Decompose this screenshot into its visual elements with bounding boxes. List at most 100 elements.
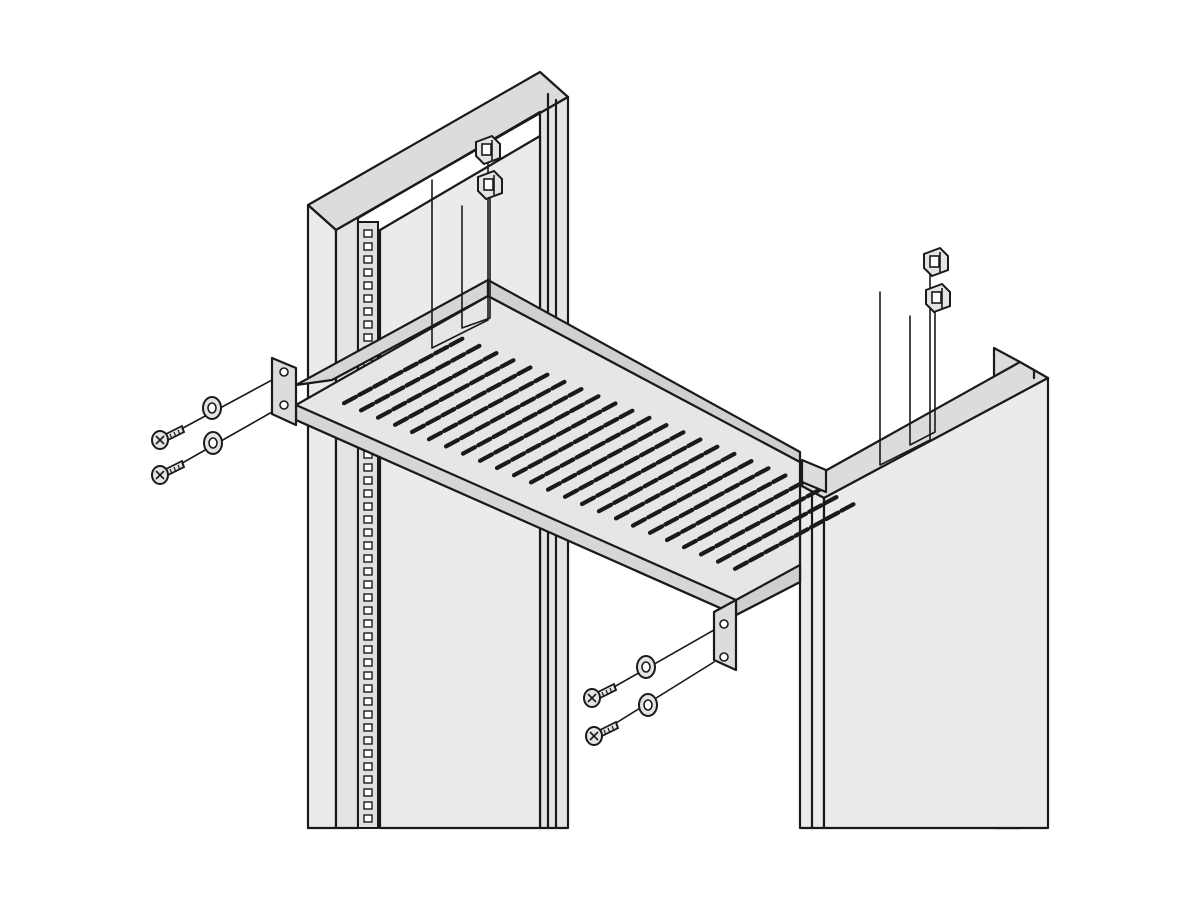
rail-slot	[363, 632, 373, 641]
vent-slot	[805, 487, 822, 499]
vent-slot	[839, 502, 856, 513]
vent-slot	[425, 415, 442, 426]
vent-slot	[467, 359, 484, 370]
vent-slot	[438, 391, 455, 402]
vent-slot	[485, 382, 503, 393]
vent-slot	[533, 372, 550, 384]
vent-slot	[521, 411, 538, 423]
shelf-vent-slots	[341, 336, 856, 571]
vent-slot	[703, 444, 720, 456]
left-rail-front-face	[306, 203, 338, 830]
vent-slot	[421, 384, 438, 395]
vent-slot	[680, 523, 697, 534]
vent-slot	[553, 410, 571, 422]
vent-slot	[391, 400, 408, 412]
vent-slot	[708, 491, 725, 502]
vent-slot	[729, 529, 746, 540]
vent-slot	[489, 413, 506, 424]
fasteners	[151, 379, 715, 746]
vent-slot	[774, 504, 792, 516]
vent-slot	[408, 408, 425, 419]
vent-slot	[387, 369, 404, 381]
vent-slot	[608, 463, 625, 474]
vent-slot	[523, 427, 540, 438]
vent-slot	[493, 444, 510, 455]
screw	[151, 424, 186, 450]
vent-slot	[535, 388, 552, 399]
vent-slot	[357, 386, 374, 397]
vent-slot	[740, 490, 758, 501]
rail-slot	[363, 736, 373, 745]
rail-slot	[363, 515, 373, 524]
rail-slot	[363, 814, 373, 823]
washer	[202, 396, 222, 420]
vent-slot	[744, 520, 761, 532]
vent-slot	[674, 476, 691, 488]
vent-slot	[491, 428, 508, 440]
vent-slot	[697, 530, 714, 542]
rail-slot	[363, 658, 373, 667]
vent-slot	[569, 402, 586, 414]
vent-slot	[468, 374, 486, 386]
shelf-right-top-ear	[800, 458, 828, 494]
vent-slot	[669, 430, 686, 441]
rail-slot	[363, 619, 373, 628]
rail-slot	[363, 762, 373, 771]
vent-slot	[612, 494, 629, 505]
vent-slot	[610, 478, 627, 490]
vent-slot	[465, 343, 482, 355]
vent-slot	[494, 459, 512, 471]
vent-slot	[511, 466, 529, 478]
vent-slot	[555, 426, 572, 437]
vent-slot	[737, 459, 754, 470]
rail-slot	[363, 593, 373, 602]
vent-slot	[562, 488, 580, 499]
vent-slot	[638, 446, 656, 458]
vent-slot	[584, 394, 601, 405]
shelf-right-ear	[712, 598, 738, 672]
vent-slot	[646, 508, 663, 520]
ear-hole	[279, 400, 289, 410]
cage-nut	[477, 169, 503, 201]
vent-slot	[720, 451, 737, 463]
vent-slot	[635, 415, 652, 427]
ear-hole	[719, 619, 729, 629]
vent-slot	[589, 440, 606, 452]
vent-slot	[341, 394, 359, 406]
vent-slot	[484, 366, 501, 378]
vent-slot	[788, 480, 805, 492]
rail-slot	[363, 489, 373, 498]
vent-slot	[504, 404, 521, 416]
vent-slot	[419, 368, 436, 380]
cage-nuts	[431, 134, 951, 466]
rail-slot	[363, 580, 373, 589]
vent-slot	[487, 397, 504, 409]
vent-slot	[621, 439, 639, 451]
ear-hole	[279, 367, 289, 377]
vent-slot	[574, 449, 591, 460]
vent-slot	[482, 351, 499, 362]
rail-slot	[363, 294, 373, 303]
vent-slot	[392, 416, 410, 427]
vent-slot	[474, 421, 491, 432]
rail-slot	[363, 268, 373, 277]
vent-slot	[450, 352, 467, 363]
cage-nut	[475, 134, 501, 166]
vent-slot	[434, 360, 452, 371]
vent-slot	[443, 437, 461, 449]
vent-slot	[759, 512, 776, 524]
vent-slot	[688, 452, 705, 464]
vent-slot	[442, 422, 459, 433]
vent-slot	[440, 406, 457, 418]
vent-slot	[808, 518, 826, 530]
vent-slot	[372, 378, 389, 389]
vent-slot	[402, 361, 419, 373]
rail-slot	[363, 281, 373, 290]
vent-slot	[417, 353, 435, 364]
vent-slot	[695, 514, 712, 526]
rail-slot	[363, 749, 373, 758]
vent-slot	[732, 560, 750, 571]
vent-slot	[576, 464, 593, 476]
vent-slot	[706, 475, 724, 487]
